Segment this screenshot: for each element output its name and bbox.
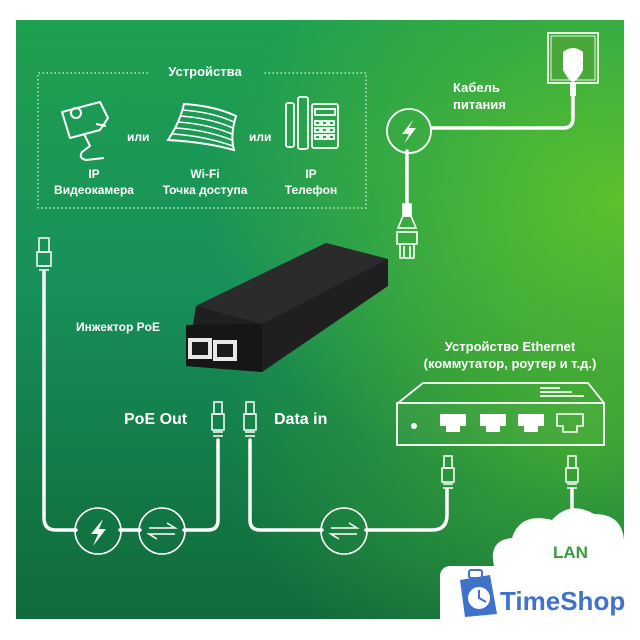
poe-out-connector-icon xyxy=(211,401,225,437)
poe-power-bolt-icon xyxy=(91,519,106,546)
or-label-1: или xyxy=(127,130,150,144)
timeshop-logo-text: TimeShop xyxy=(500,586,626,616)
ip-camera-label-line2: Видеокамера xyxy=(54,183,134,197)
ip-phone-label-line1: IP xyxy=(305,167,317,181)
power-cable-label-line1: Кабель xyxy=(453,80,500,95)
poe-out-label: PoE Out xyxy=(124,411,188,428)
left-rj45-connector-icon xyxy=(36,237,52,271)
cable-circles xyxy=(74,507,368,555)
ip-phone-icon xyxy=(285,96,339,150)
devices-title: Устройства xyxy=(168,64,242,79)
or-label-2: или xyxy=(249,130,272,144)
ip-phone-label-line2: Телефон xyxy=(284,183,338,197)
ip-camera-icon xyxy=(61,101,109,161)
power-cable-line xyxy=(405,94,575,207)
ethernet-device-label-line2: (коммутатор, роутер и т.д.) xyxy=(423,356,597,371)
power-cable-label-line2: питания xyxy=(453,97,506,112)
switch-ports xyxy=(440,414,544,432)
ip-camera-label-line1: IP xyxy=(88,167,100,181)
wifi-ap-label-line2: Точка доступа xyxy=(162,183,248,197)
devices-box-border xyxy=(37,72,367,209)
ethernet-device-cable-connectors xyxy=(441,455,579,489)
data-in-connector-icon xyxy=(243,401,257,437)
injector-label: Инжектор PoE xyxy=(76,320,160,334)
switch-led-icon xyxy=(411,423,417,429)
switch-uplink-port xyxy=(556,413,584,433)
poe-injector-device xyxy=(186,243,388,372)
timeshop-clock-icon xyxy=(460,569,497,617)
wifi-access-point-icon xyxy=(166,102,238,152)
lightning-bolt-icon xyxy=(402,120,416,144)
data-arrows-icon xyxy=(146,522,360,540)
power-bolt-circle xyxy=(386,108,432,154)
lan-label: LAN xyxy=(553,543,588,562)
power-connector-icon xyxy=(396,203,418,259)
data-in-label: Data in xyxy=(274,411,328,428)
ethernet-device-label-line1: Устройство Ethernet xyxy=(444,339,576,354)
plug-icon xyxy=(563,48,583,96)
wifi-ap-label-line1: Wi-Fi xyxy=(190,167,220,181)
